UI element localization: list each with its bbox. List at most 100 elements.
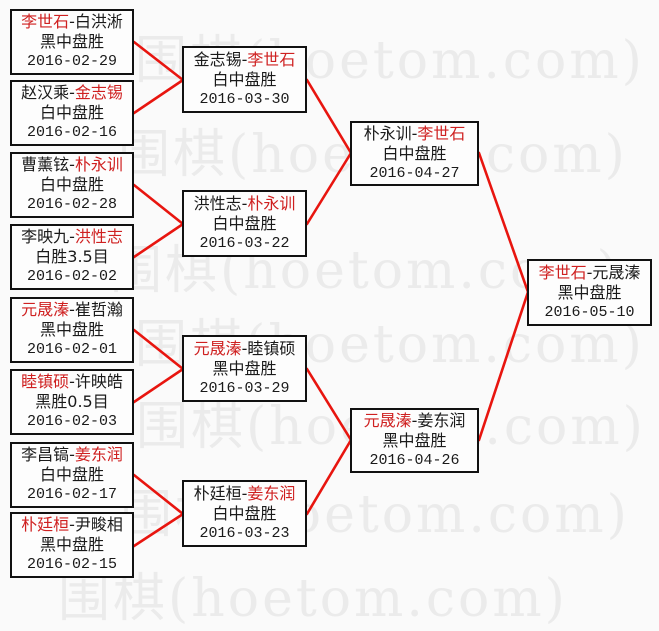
match-result: 黑中盘胜 xyxy=(39,535,104,554)
match-result: 白中盘胜 xyxy=(212,213,277,233)
match-date: 2016-02-02 xyxy=(26,268,117,285)
player2-name: 崔哲瀚 xyxy=(74,300,123,319)
match-date: 2016-03-23 xyxy=(199,524,290,542)
semifinal-match-2: 元晟溱-姜东润 黑中盘胜 2016-04-26 xyxy=(350,408,479,473)
player2-name: 洪性志 xyxy=(74,227,123,246)
player1-name: 李昌镐 xyxy=(21,445,70,464)
match-result: 黑中盘胜 xyxy=(382,430,447,450)
players-separator: - xyxy=(69,12,75,31)
match-players: 朴廷桓-尹畯相 xyxy=(21,515,123,535)
connector-line xyxy=(132,473,185,516)
match-players: 元晟溱-睦镇硕 xyxy=(194,339,296,359)
player1-name: 朴廷桓 xyxy=(21,515,70,534)
player2-name: 朴永训 xyxy=(74,155,123,174)
match-players: 金志锡-李世石 xyxy=(194,50,296,70)
players-separator: - xyxy=(241,338,248,358)
match-result: 白中盘胜 xyxy=(39,465,104,484)
player1-name: 睦镇硕 xyxy=(21,372,70,391)
match-date: 2016-05-10 xyxy=(544,303,635,321)
match-players: 李映九-洪性志 xyxy=(21,227,123,247)
round2-match-1: 金志锡-李世石 白中盘胜 2016-03-30 xyxy=(182,46,307,113)
player2-name: 朴永训 xyxy=(247,193,296,213)
round2-match-2: 洪性志-朴永训 白中盘胜 2016-03-22 xyxy=(182,190,307,257)
match-players: 曹薰铉-朴永训 xyxy=(21,155,123,175)
connector-line xyxy=(132,328,185,371)
player1-name: 曹薰铉 xyxy=(21,155,70,174)
player2-name: 尹畯相 xyxy=(74,515,123,534)
match-result: 白中盘胜 xyxy=(39,103,104,122)
player2-name: 李世石 xyxy=(417,123,466,143)
connector-line xyxy=(132,222,185,259)
match-players: 洪性志-朴永训 xyxy=(194,194,296,214)
round1-match-6: 睦镇硕-许映皓 黑胜0.5目 2016-02-03 xyxy=(10,369,134,435)
round1-match-4: 李映九-洪性志 白胜3.5目 2016-02-02 xyxy=(10,224,134,290)
match-result: 白中盘胜 xyxy=(212,503,277,523)
player1-name: 朴永训 xyxy=(363,123,412,143)
player1-name: 元晟溱 xyxy=(193,338,242,358)
match-date: 2016-03-22 xyxy=(199,234,290,252)
players-separator: - xyxy=(241,483,248,503)
connector-line xyxy=(305,438,353,516)
player2-name: 许映皓 xyxy=(74,372,123,391)
players-separator: - xyxy=(586,262,593,282)
round2-match-4: 朴廷桓-姜东润 白中盘胜 2016-03-23 xyxy=(182,480,307,547)
connector-line xyxy=(477,151,530,294)
player1-name: 朴廷桓 xyxy=(193,483,242,503)
player1-name: 李世石 xyxy=(538,262,587,282)
player2-name: 姜东润 xyxy=(417,410,466,430)
player1-name: 赵汉乘 xyxy=(21,83,70,102)
match-players: 元晟溱-姜东润 xyxy=(364,411,466,431)
player2-name: 金志锡 xyxy=(74,83,123,102)
player2-name: 姜东润 xyxy=(74,445,123,464)
match-result: 黑中盘胜 xyxy=(557,282,622,302)
player2-name: 元晟溱 xyxy=(592,262,641,282)
connector-line xyxy=(132,40,185,82)
match-players: 朴永训-李世石 xyxy=(364,124,466,144)
match-result: 黑中盘胜 xyxy=(39,32,104,51)
players-separator: - xyxy=(411,123,418,143)
match-players: 李世石-元晟溱 xyxy=(539,263,641,283)
semifinal-match-1: 朴永训-李世石 白中盘胜 2016-04-27 xyxy=(350,121,479,186)
player1-name: 洪性志 xyxy=(193,193,242,213)
player1-name: 金志锡 xyxy=(193,49,242,69)
connector-line xyxy=(477,290,530,442)
players-separator: - xyxy=(241,49,248,69)
match-result: 黑胜0.5目 xyxy=(35,392,109,411)
match-date: 2016-02-29 xyxy=(26,53,117,70)
match-players: 赵汉乘-金志锡 xyxy=(21,83,123,103)
match-date: 2016-02-01 xyxy=(26,341,117,358)
players-separator: - xyxy=(241,193,248,213)
round1-match-2: 赵汉乘-金志锡 白中盘胜 2016-02-16 xyxy=(10,80,134,146)
match-date: 2016-02-15 xyxy=(26,556,117,573)
match-result: 黑中盘胜 xyxy=(212,358,277,378)
round1-match-7: 李昌镐-姜东润 白中盘胜 2016-02-17 xyxy=(10,442,134,508)
connector-line xyxy=(132,183,185,226)
players-separator: - xyxy=(69,445,75,464)
player2-name: 睦镇硕 xyxy=(247,338,296,358)
bracket-connectors xyxy=(132,40,530,548)
round1-match-1: 李世石-白洪淅 黑中盘胜 2016-02-29 xyxy=(10,9,134,75)
match-players: 李世石-白洪淅 xyxy=(21,12,123,32)
connector-line xyxy=(132,367,185,404)
connector-line xyxy=(132,512,185,548)
players-separator: - xyxy=(69,83,75,102)
player1-name: 李映九 xyxy=(21,227,70,246)
match-players: 睦镇硕-许映皓 xyxy=(21,372,123,392)
player2-name: 姜东润 xyxy=(247,483,296,503)
match-result: 白中盘胜 xyxy=(382,143,447,163)
round1-match-3: 曹薰铉-朴永训 白中盘胜 2016-02-28 xyxy=(10,152,134,218)
match-result: 白中盘胜 xyxy=(39,175,104,194)
player1-name: 元晟溱 xyxy=(363,410,412,430)
connector-line xyxy=(305,78,353,155)
match-date: 2016-03-29 xyxy=(199,379,290,397)
connector-line xyxy=(132,78,185,115)
match-date: 2016-02-17 xyxy=(26,486,117,503)
players-separator: - xyxy=(411,410,418,430)
round1-match-5: 元晟溱-崔哲瀚 黑中盘胜 2016-02-01 xyxy=(10,297,134,363)
final-match: 李世石-元晟溱 黑中盘胜 2016-05-10 xyxy=(527,259,652,326)
match-date: 2016-02-16 xyxy=(26,124,117,141)
match-date: 2016-03-30 xyxy=(199,90,290,108)
match-players: 朴廷桓-姜东润 xyxy=(194,484,296,504)
player1-name: 元晟溱 xyxy=(21,300,70,319)
players-separator: - xyxy=(69,155,75,174)
